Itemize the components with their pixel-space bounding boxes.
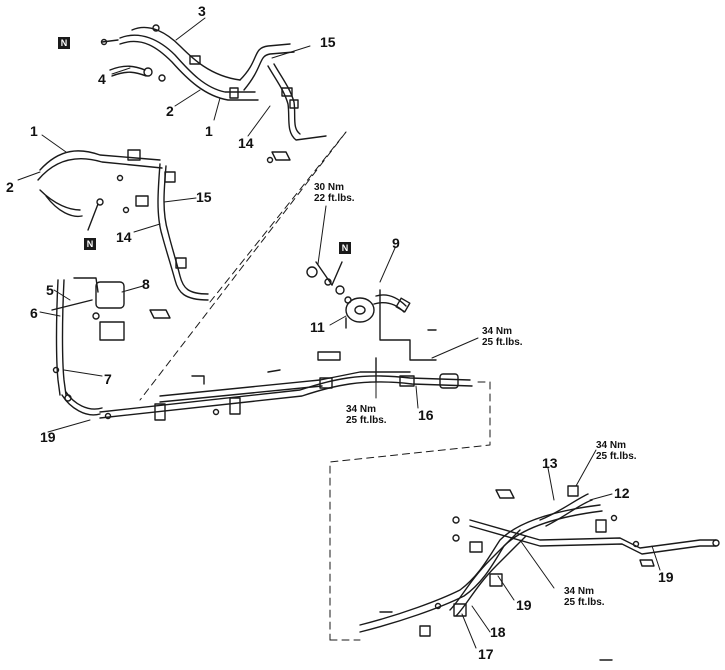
torque-nm: 34 Nm: [596, 440, 627, 451]
torque-spec: 34 Nm 25 ft.lbs.: [482, 326, 523, 348]
torque-nm: 34 Nm: [564, 586, 595, 597]
top-hose-assembly: [100, 24, 295, 101]
callout-19: 19: [40, 429, 56, 445]
n-marker: N: [84, 238, 96, 250]
callout-19: 19: [658, 569, 674, 585]
torque-spec: 34 Nm 25 ft.lbs.: [564, 586, 605, 608]
guide-lines: [139, 131, 491, 641]
callout-5: 5: [46, 282, 54, 298]
n-marker: N: [58, 37, 70, 49]
callout-14: 14: [116, 229, 132, 245]
callout-4: 4: [98, 71, 106, 87]
leader-lines: [17, 17, 661, 649]
torque-ftlbs: 25 ft.lbs.: [596, 451, 637, 462]
torque-spec: 30 Nm 22 ft.lbs.: [314, 182, 355, 204]
torque-spec: 34 Nm 25 ft.lbs.: [346, 404, 387, 426]
callout-3: 3: [198, 3, 206, 19]
torque-ftlbs: 22 ft.lbs.: [314, 193, 355, 204]
torque-ftlbs: 25 ft.lbs.: [482, 337, 523, 348]
torque-nm: 34 Nm: [346, 404, 377, 415]
callout-17: 17: [478, 646, 494, 662]
n-marker: N: [339, 242, 351, 254]
callout-9: 9: [392, 235, 400, 251]
torque-ftlbs: 25 ft.lbs.: [564, 597, 605, 608]
bottom-right-assembly: [359, 485, 720, 661]
center-assembly: [306, 261, 437, 361]
callout-16: 16: [418, 407, 434, 423]
callout-12: 12: [614, 485, 630, 501]
callout-1: 1: [205, 123, 213, 139]
torque-nm: 34 Nm: [482, 326, 513, 337]
callout-18: 18: [490, 624, 506, 640]
callout-15: 15: [196, 189, 212, 205]
torque-spec: 34 Nm 25 ft.lbs.: [596, 440, 637, 462]
callout-19: 19: [516, 597, 532, 613]
callout-1: 1: [30, 123, 38, 139]
callout-15: 15: [320, 34, 336, 50]
callout-8: 8: [142, 276, 150, 292]
callout-13: 13: [542, 455, 558, 471]
canister-assembly: [51, 277, 125, 416]
callout-11: 11: [310, 319, 325, 335]
torque-ftlbs: 25 ft.lbs.: [346, 415, 387, 426]
callout-6: 6: [30, 305, 38, 321]
torque-nm: 30 Nm: [314, 182, 345, 193]
callout-2: 2: [166, 103, 174, 119]
top-pipe-14: [266, 63, 327, 164]
callout-2: 2: [6, 179, 14, 195]
main-pipe-run: [99, 289, 473, 421]
callout-14: 14: [238, 135, 254, 151]
middle-left-assembly: [37, 149, 209, 319]
callout-7: 7: [104, 371, 112, 387]
